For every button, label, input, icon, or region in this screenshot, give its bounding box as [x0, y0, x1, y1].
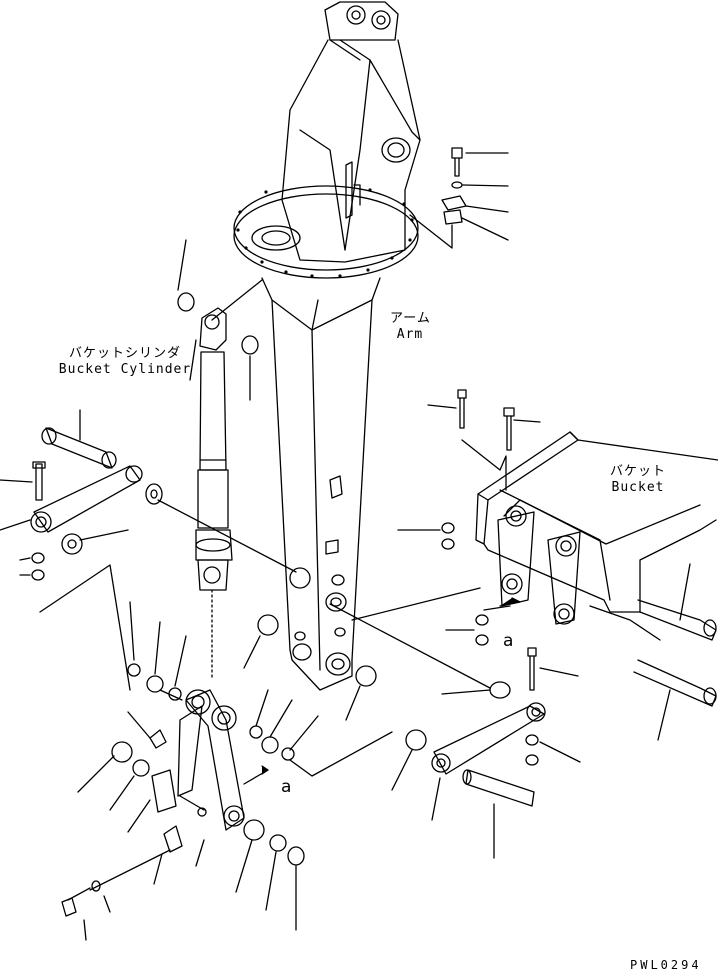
drawing-code: PWL0294 [630, 958, 702, 972]
bucket-cylinder-label-en: Bucket Cylinder [58, 362, 192, 377]
bucket-cylinder [195, 279, 263, 681]
lower-linkage [61, 335, 427, 941]
arm-top-hardware [409, 147, 509, 249]
arm-label-jp: アーム [390, 311, 431, 326]
reference-mark-a-bucket: a [503, 631, 514, 651]
bucket-label-jp: バケット [609, 464, 666, 479]
arm-label-en: Arm [396, 327, 424, 342]
left-link-pin [0, 239, 197, 691]
bucket [329, 389, 718, 859]
arm-body [233, 1, 421, 691]
bucket-cylinder-label-jp: バケットシリンダ [68, 346, 181, 361]
bucket-label-en: Bucket [611, 480, 665, 495]
reference-mark-a-linkage: a [281, 777, 292, 797]
